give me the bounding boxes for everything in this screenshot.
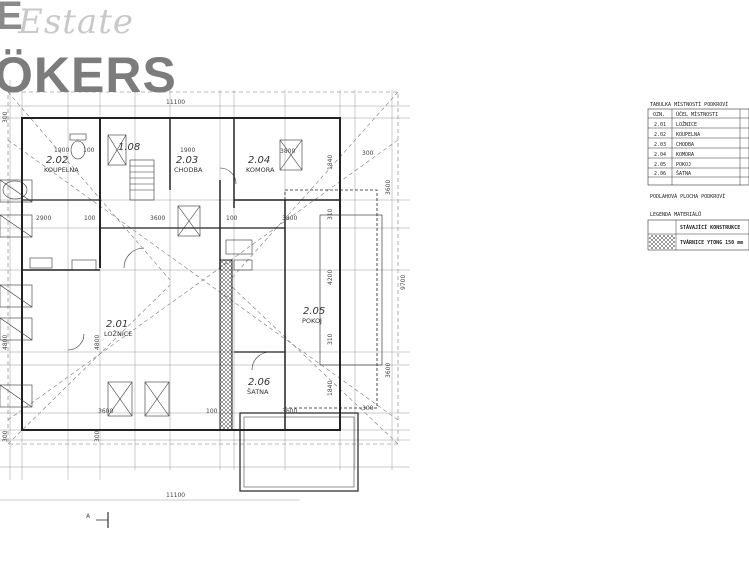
dim-left-2: 4800 (94, 335, 101, 350)
table-row-4-id: 2.04 (654, 152, 666, 158)
room-2-05-id: 2.05 (303, 306, 325, 317)
dim-top-2: 100 (83, 147, 95, 154)
dim-mid-4: 100 (226, 215, 238, 222)
dim-top-3: 1900 (180, 147, 195, 154)
room-2-01-name: LOŽNICE (104, 329, 132, 338)
room-1-08-id: 1.08 (118, 142, 140, 153)
legend-title: LEGENDA MATERIÁLŮ (650, 211, 701, 218)
table-row-4-name: KOMORA (676, 152, 694, 158)
dim-total-top: 11100 (166, 99, 185, 106)
material-legend: LEGENDA MATERIÁLŮ STÁVAJÍCÍ KONSTRUKCE T… (647, 211, 749, 251)
dim-left-3: 4800 (2, 335, 9, 350)
table-row-5-id: 2.05 (654, 162, 666, 168)
dim-right-1: 3600 (385, 180, 392, 195)
room-2-06-name: ŠATNA (247, 387, 269, 396)
dim-total-bottom: 11100 (166, 492, 185, 499)
dim-mid-2: 100 (84, 215, 96, 222)
table-row-2-name: KOUPELNA (676, 132, 700, 138)
dim-top-5: 3800 (280, 148, 295, 155)
room-2-03-id: 2.03 (176, 155, 198, 166)
dim-right-top-300: 300 (362, 150, 374, 157)
dim-right-5: 310 (327, 333, 334, 345)
table-title: TABULKA MÍSTNOSTÍ PODKROVÍ (650, 100, 728, 108)
room-2-06-id: 2.06 (248, 377, 270, 388)
balcony (239, 189, 383, 492)
watermark-letter: E (0, 0, 23, 38)
legend-existing: STÁVAJÍCÍ KONSTRUKCE (680, 223, 740, 231)
table-header-id: OZN. (653, 112, 665, 118)
table-row-2-id: 2.02 (654, 132, 666, 138)
room-2-04-name: KOMORA (246, 166, 275, 174)
grid-lines (0, 80, 410, 501)
roof-outline (7, 91, 399, 445)
room-2-03-name: CHODBA (174, 166, 203, 174)
dim-bot-1: 3600 (98, 408, 113, 415)
dim-left-bot-300: 300 (94, 430, 101, 442)
dim-right-bot-300: 300 (362, 405, 374, 412)
table-row-1-id: 2.01 (654, 122, 666, 128)
dim-bot-3: 3600 (282, 408, 297, 415)
table-header-name: ÚČEL MÍSTNOSTI (676, 110, 718, 118)
watermark-brand: ÖKERS (0, 47, 177, 103)
dim-mid-1: 2900 (36, 215, 51, 222)
dim-right-6: 3600 (385, 363, 392, 378)
dimension-labels: 11100 11100 1900 100 1900 3800 2900 100 … (2, 99, 407, 499)
table-row-3-id: 2.03 (654, 142, 666, 148)
room-2-02-id: 2.02 (46, 155, 68, 166)
table-row-5-name: POKOJ (676, 162, 691, 168)
dim-bot-2: 100 (206, 408, 218, 415)
table-row-6-name: ŠATNA (676, 170, 691, 177)
dim-mid-5: 3800 (282, 215, 297, 222)
dim-left-1: 300 (2, 111, 9, 123)
skylights (0, 134, 303, 417)
dim-right-4: 4200 (327, 270, 334, 285)
table-row-6-id: 2.06 (654, 171, 666, 177)
legend-ytong: TVÁRNICE YTONG 150 mm (680, 239, 743, 246)
room-2-05-name: POKOJ (302, 317, 322, 325)
dim-right-2: 1840 (327, 155, 334, 170)
dim-mid-3: 3600 (150, 215, 165, 222)
room-labels: 2.02 KOUPELNA 1.08 2.03 CHODBA 2.04 KOMO… (44, 142, 325, 396)
watermark-estate: Estate (18, 2, 134, 42)
section-marker: A (86, 512, 109, 528)
table-row-3-name: CHODBA (676, 142, 694, 148)
dim-right-total: 9700 (400, 275, 407, 290)
dim-right-3: 310 (327, 208, 334, 220)
room-2-01-id: 2.01 (106, 319, 128, 330)
fixtures (2, 133, 271, 371)
dim-right-7: 1840 (327, 381, 334, 396)
room-table: TABULKA MÍSTNOSTÍ PODKROVÍ OZN. ÚČEL MÍS… (647, 100, 749, 200)
table-row-1-name: LOŽNICE (676, 120, 697, 128)
room-2-04-id: 2.04 (248, 155, 270, 166)
dim-left-4: 300 (2, 430, 9, 442)
section-label: A (86, 513, 91, 520)
dim-top-1: 1900 (54, 147, 69, 154)
floor-area-label: PODLAHOVÁ PLOCHA PODKROVÍ (650, 192, 725, 200)
room-2-02-name: KOUPELNA (44, 166, 79, 174)
